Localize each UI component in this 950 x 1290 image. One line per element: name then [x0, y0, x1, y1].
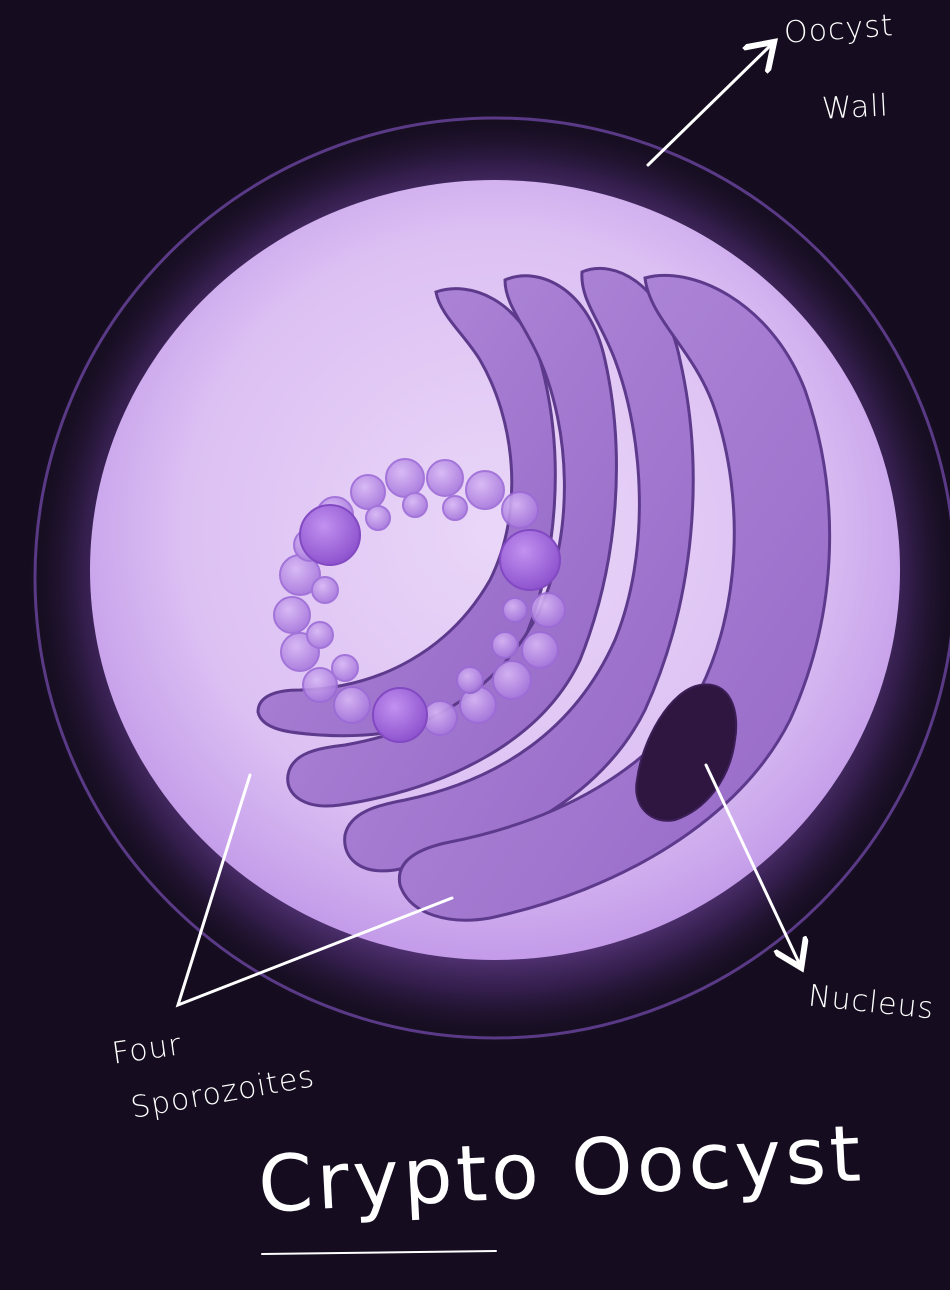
bubble: [457, 667, 483, 693]
bubble: [531, 593, 565, 627]
bubble: [466, 471, 504, 509]
bubble: [307, 622, 333, 648]
title-underline: [262, 1251, 496, 1254]
bubble: [351, 475, 385, 509]
bubble: [366, 506, 390, 530]
bubble: [312, 577, 338, 603]
granule: [300, 505, 360, 565]
bubble: [423, 701, 457, 735]
label-wall: Wall: [821, 88, 890, 126]
bubble: [274, 597, 310, 633]
bubble: [492, 632, 518, 658]
bubble: [332, 655, 358, 681]
bubble: [522, 632, 558, 668]
bubble: [386, 459, 424, 497]
bubble: [503, 598, 527, 622]
bubble: [427, 460, 463, 496]
bubble: [443, 496, 467, 520]
bubble: [303, 668, 337, 702]
bubble: [403, 493, 427, 517]
oocyst-wall-arrow: [648, 44, 772, 165]
bubble: [493, 661, 531, 699]
granule: [373, 688, 427, 742]
granule: [500, 530, 560, 590]
bubble: [502, 492, 538, 528]
bubble: [334, 687, 370, 723]
